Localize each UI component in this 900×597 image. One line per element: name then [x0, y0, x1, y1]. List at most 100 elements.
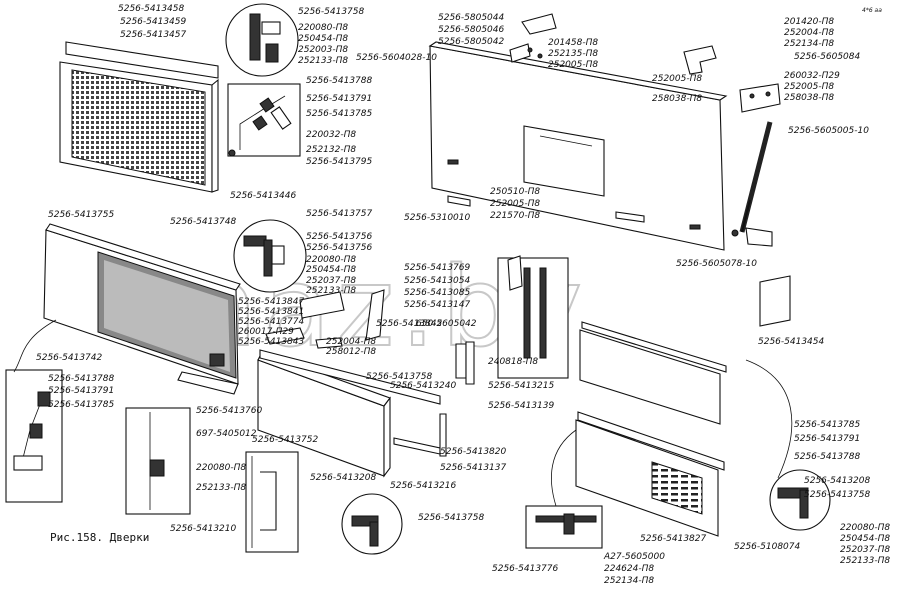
part-label: 5256-5413791	[48, 386, 114, 396]
part-label: 5256-5413459	[120, 17, 187, 27]
profile-detail-box	[125, 407, 191, 515]
seal-detail-circle-4	[769, 469, 831, 531]
part-label: 250454-П8	[298, 34, 348, 44]
part-label: 5256-5413054	[404, 276, 471, 286]
door-right-upper	[579, 321, 727, 425]
part-label: 5256-5413841	[238, 307, 304, 317]
part-label: 252005-П8	[652, 74, 702, 84]
part-label: 5256-5413827	[640, 534, 707, 544]
part-label: 252037-П8	[306, 276, 356, 286]
figure-caption: Рис.158. Дверки	[50, 531, 149, 544]
hinge-bracket-right	[683, 45, 781, 113]
part-label: 252005-П8	[490, 199, 540, 209]
side-door-left	[43, 223, 241, 385]
part-label: 5256-5413788	[794, 452, 861, 462]
hood-handle-right	[615, 211, 645, 223]
part-label: 5256-5605005-10	[788, 126, 869, 136]
part-label: 252005-П8	[548, 60, 598, 70]
part-label: 5256-5413755	[48, 210, 115, 220]
part-label: 252003-П8	[298, 45, 348, 55]
part-label: 5256-5413208	[310, 473, 377, 483]
part-label: 5256-5413774	[238, 317, 305, 327]
part-label: 220080-П8	[306, 255, 356, 265]
part-label: 5256-5413785	[48, 400, 115, 410]
gas-strut	[731, 121, 773, 247]
part-label: 5256-5413208	[804, 476, 871, 486]
part-label: 5256-5413147	[404, 300, 471, 310]
lock-detail-box	[227, 83, 301, 157]
rod-b	[465, 341, 475, 385]
part-label: 5256-5413791	[794, 434, 860, 444]
part-label: 5256-5413769	[404, 263, 471, 273]
rod-a	[455, 343, 467, 379]
part-label: 252004-П8	[784, 28, 834, 38]
small-cover	[759, 275, 791, 327]
part-label: 252004-П8	[326, 337, 376, 347]
part-label: 5256-5413788	[48, 374, 115, 384]
part-label: 5256-5805046	[438, 25, 505, 35]
part-label: 221570-П8	[490, 211, 540, 221]
part-label: 258038-П8	[784, 93, 834, 103]
part-label: 252134-П8	[604, 576, 654, 586]
door-right-lower	[575, 411, 725, 537]
lock-detail-box-left	[5, 369, 63, 503]
part-label: 5256-5413756	[306, 232, 373, 242]
part-label: 5256-5413758	[298, 7, 365, 17]
part-label: 250454-П8	[306, 265, 356, 275]
part-label: 260032-П29	[784, 71, 840, 81]
lock-detail-box-bottom	[525, 505, 603, 549]
part-label: 5256-5413758	[804, 490, 871, 500]
top-cover-panel	[428, 41, 728, 251]
part-label: 5256-5413458	[118, 4, 185, 14]
grille-panel	[59, 41, 219, 193]
part-label: 240818-П8	[488, 357, 538, 367]
part-label: 250454-П8	[840, 534, 890, 544]
part-label: 5256-5413137	[440, 463, 507, 473]
part-label: 5256-5413085	[404, 288, 471, 298]
part-label: 5256-5413795	[306, 157, 373, 167]
part-label: 5256-5413756	[306, 243, 373, 253]
part-label: 252133-П8	[306, 286, 356, 296]
part-label: 5256-5605078-10	[676, 259, 757, 269]
part-label: 5256-5413139	[488, 401, 555, 411]
part-label: 5256-5413210	[170, 524, 237, 534]
part-label: 252132-П8	[306, 145, 356, 155]
hood-handle-left	[447, 195, 471, 207]
seal-detail-circle-3	[341, 493, 403, 555]
part-labels: 5256-5413458 5256-5413459 5256-5413457 5256…	[36, 4, 890, 586]
part-label: 5256-5604028-10	[356, 53, 437, 63]
part-label: 650-5605042	[416, 319, 477, 329]
part-label: 5256-5413785	[306, 109, 373, 119]
door-rod	[439, 413, 447, 457]
part-label: 5256-5413216	[390, 481, 457, 491]
part-label: 5256-5413742	[36, 353, 103, 363]
leader-bottom	[551, 429, 577, 507]
part-label: 5256-5605084	[794, 52, 861, 62]
part-label: 5256-5413752	[252, 435, 319, 445]
top-clip	[509, 13, 557, 63]
part-label: 5256-5413820	[440, 447, 507, 457]
part-label: 5256-5805044	[438, 13, 505, 23]
corner-mark: 4*6 aa	[862, 7, 882, 14]
part-label: 5256-5413215	[488, 381, 555, 391]
part-label: 5256-5413457	[120, 30, 187, 40]
part-label: 250510-П8	[490, 187, 540, 197]
part-label: 5256-5413842	[376, 319, 443, 329]
part-label: 220080-П8	[196, 463, 246, 473]
handle-detail-box	[245, 451, 299, 553]
part-label: 220080-П8	[298, 23, 348, 33]
latch-detail-box-center	[497, 255, 569, 379]
part-label: 5256-5413843	[238, 337, 305, 347]
part-label: 5256-5108074	[734, 542, 801, 552]
part-label: 5256-5310010	[404, 213, 471, 223]
latch-mechanism	[265, 289, 385, 349]
part-label: 5256-5413758	[366, 372, 433, 382]
part-label: 252133-П8	[840, 556, 890, 566]
part-label: 5256-5413760	[196, 406, 263, 416]
leader-left	[13, 319, 57, 373]
part-label: 224624-П8	[604, 564, 654, 574]
door-handle-bar	[177, 371, 239, 395]
hinge-detail-circle-1	[225, 3, 299, 77]
part-label: 220080-П8	[840, 523, 890, 533]
